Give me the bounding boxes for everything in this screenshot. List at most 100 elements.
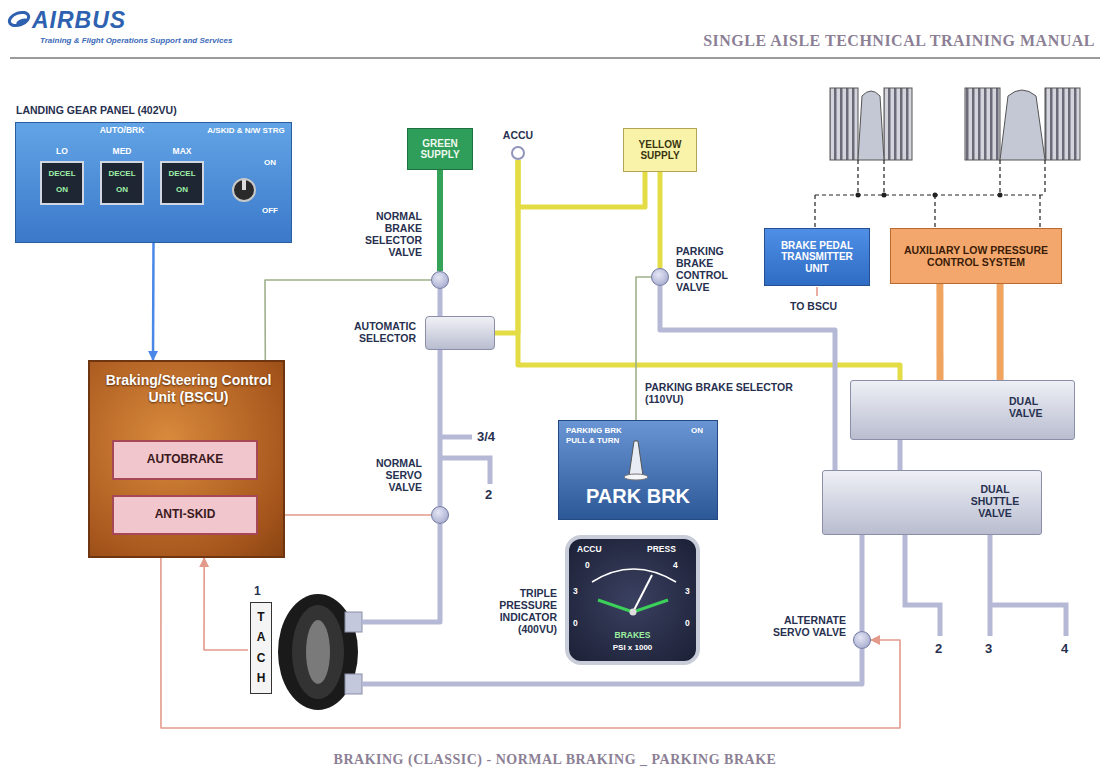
signal-line [161,558,900,728]
logo-subtitle: Training & Flight Operations Support and… [40,36,360,45]
function-box: AUTOBRAKE [112,440,258,480]
valve-circle: NORMAL BRAKE SELECTOR VALVE [431,271,449,289]
node-label: PARK BRK [559,485,717,508]
low-pressure-line [936,284,943,380]
gauge-scale [592,569,676,582]
wheel: 1TACH [248,588,362,712]
node-label: ANTI-SKID [155,508,216,522]
node-label: DECEL [162,169,202,178]
switch-position: OFF [262,206,286,215]
header-rule [10,57,1100,59]
pushbutton: MEDDECELON [100,161,144,205]
logo-text: AIRBUS [32,7,202,33]
node-label: 1 [254,585,268,599]
valve-block: DUAL SHUTTLE VALVE [822,470,1042,535]
hydraulic-branch [440,437,490,484]
knob-pointer [242,180,246,190]
node-label: 3 [685,587,695,597]
linkage-joint [933,193,938,198]
signal-label: TO BSCU [790,300,850,312]
node-label: Braking/Steering Control Unit (BSCU) [94,372,283,406]
accumulator: ACCU [511,146,525,160]
node-label: ACCU [497,129,539,141]
node-label: 0 [685,619,695,629]
hydraulic-line [362,524,440,622]
node-label: 3 [573,587,583,597]
gauge-pivot [630,609,637,616]
signal-arrow [152,243,155,360]
pedal-linkage [815,160,1045,228]
node-label: PRESS [647,545,689,555]
supply-box: YELLOW SUPPLY [623,128,697,172]
node-label: MED [102,147,142,157]
node-label: PULL & TURN [566,436,646,445]
supply-box: GREEN SUPPLY [407,128,473,170]
linkage-joint [998,193,1003,198]
parking-brake-handle [629,441,643,476]
transmitter-unit: BRAKE PEDAL TRANSMITTER UNIT [764,228,870,286]
panel-label: AUTO/BRK [92,126,152,136]
selector-knob [233,179,255,201]
node-label: 0 [585,561,595,571]
node-label: 0 [573,619,583,629]
leader-line [816,287,818,296]
callout-number: 2 [485,488,499,503]
logo-swirl [15,17,28,27]
node-label: ALTERNATE SERVO VALVE [770,614,846,638]
signal-line [265,280,431,360]
pedal-housing [1045,88,1080,160]
pedal-housing [884,88,912,160]
node-label: DECEL [42,169,82,178]
wheel-hub [306,620,330,684]
linkage-joint [856,193,861,198]
tire-sidewall [292,605,344,699]
node-label: AUXILIARY LOW PRESSURE CONTROL SYSTEM [896,244,1056,268]
node-label: ON [691,426,711,435]
node-label: AUTOMATIC SELECTOR [346,320,416,344]
node-label: PARKING BRAKE CONTROL VALVE [676,245,758,293]
green-hydraulic-line [437,170,443,271]
node-label: DUAL SHUTTLE VALVE [955,483,1035,519]
pedal [1000,90,1045,160]
valve-circle: PARKING BRAKE CONTROL VALVE [651,268,669,286]
pedal-housing [830,88,858,160]
node-label: LO [42,147,82,157]
node-label: ON [102,185,142,194]
page-title: SINGLE AISLE TECHNICAL TRAINING MANUAL [560,32,1095,50]
node-label: DUAL VALVE [1009,395,1067,419]
linkage-joint [856,193,1003,198]
pedal [858,91,884,160]
gauge-needle [633,600,668,612]
node-label: ON [162,185,202,194]
node-label: PARKING BRAKE SELECTOR (110VU) [645,381,795,405]
wheel-brake [278,594,362,710]
node-label: BRAKES [589,631,676,641]
brake-port [345,612,362,632]
figure-caption: BRAKING (CLASSIC) - NORMAL BRAKING _ PAR… [0,752,1110,768]
valve-circle: ALTERNATE SERVO VALVE [853,631,871,649]
gauge-needle [598,600,633,612]
node-label: 4 [673,561,683,571]
hydraulic-branch [905,535,1066,636]
linkage-joint [882,193,887,198]
yellow-hydraulic-line [518,160,900,380]
node-label: LANDING GEAR PANEL (402VU) [16,104,296,116]
node-label: GREEN SUPPLY [413,138,467,161]
handle-base [624,474,648,480]
logo-swirl [8,10,31,28]
node-label: TRIPLE PRESSURE INDICATOR (400VU) [479,587,557,635]
function-box: ANTI-SKID [112,495,258,535]
node-label: ON [42,185,82,194]
panel-label: A/SKID & N/W STRG [204,126,288,135]
valve-circle: NORMAL SERVO VALVE [431,506,449,524]
selector-panel: PARKING BRAKE SELECTOR (110VU)PARKING BR… [558,420,718,520]
node-label: DECEL [102,169,142,178]
callout-number: 4 [1061,642,1075,657]
yellow-hydraulic-line [658,172,663,268]
hydraulic-line [898,440,903,470]
brake-pedal [965,88,1080,160]
selector-valve: AUTOMATIC SELECTOR [425,316,495,350]
brake-pedal [830,88,912,160]
node-label: PARKING BRK [566,426,646,435]
